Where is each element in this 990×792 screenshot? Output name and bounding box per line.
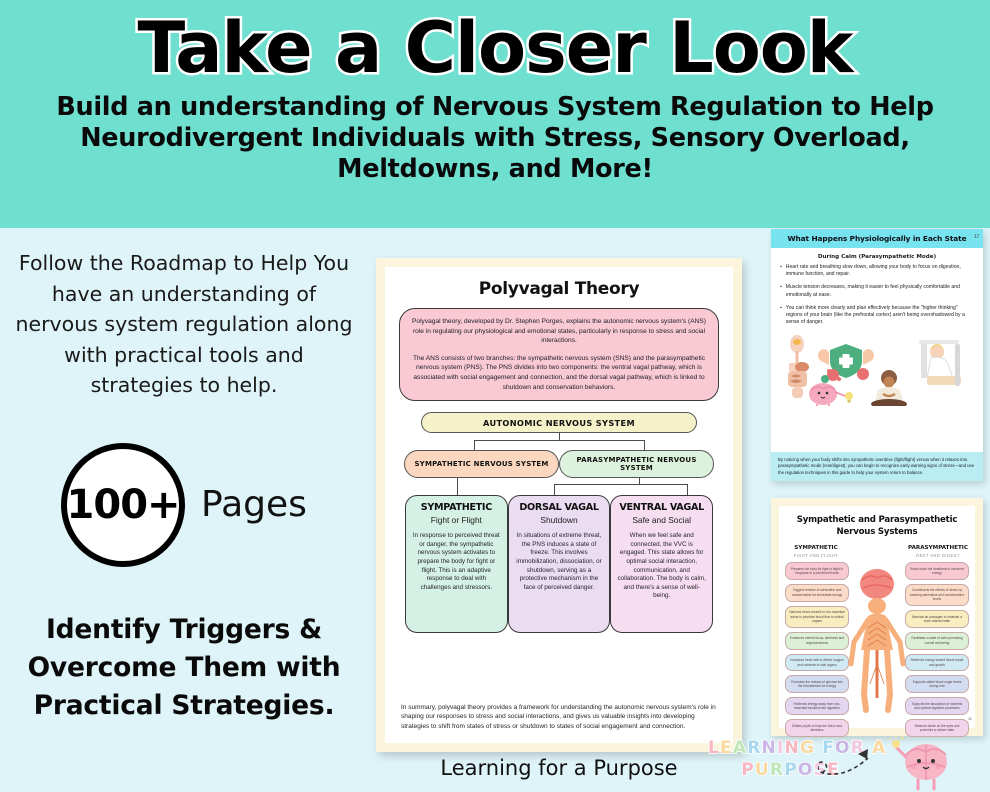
ans-root-node: AUTONOMIC NERVOUS SYSTEM [421, 412, 697, 434]
card-sympathetic-parasympathetic[interactable]: Sympathetic and Parasympathetic Nervous … [771, 498, 983, 737]
list-item: Facilitates a state of calm promoting ov… [905, 631, 969, 650]
brand-logo: LEARNING FOR A PURPOSE [700, 735, 990, 792]
branch-sympathetic: SYMPATHETIC NERVOUS SYSTEM [404, 450, 559, 479]
logo-text: LEARNING FOR A PURPOSE [707, 737, 887, 781]
cta-text: Identify Triggers & Overcome Them with P… [27, 613, 341, 721]
column-title: PARASYMPATHETIC [908, 545, 968, 551]
column-subtitle: REST AND DIGEST [916, 552, 960, 558]
card2-column-headers: SYMPATHETIC FIGHT AND FLIGHT PARASYMPATH… [785, 545, 969, 558]
state-body: In situations of extreme threat, the PNS… [516, 532, 602, 591]
card1-header: What Happens Physiologically in Each Sta… [771, 229, 983, 248]
brain-mascot-icon [890, 735, 947, 791]
document-caption: Learning for a Purpose [440, 756, 678, 780]
list-item: ▪ Heart rate and breathing slow down, al… [780, 264, 974, 279]
list-item: Promotes the release of glucose into the… [785, 675, 849, 694]
document-summary: In summary, polyvagal theory provides a … [401, 703, 716, 730]
intro-paragraph-1: Polyvagal theory, developed by Dr. Steph… [412, 318, 706, 345]
state-title: SYMPATHETIC [420, 502, 493, 514]
document-title: Polyvagal Theory [478, 279, 640, 299]
list-item: Enhances mental focus, alertness and res… [785, 631, 849, 650]
meditating-person-icon [871, 370, 907, 407]
card1-footer-note: By noticing when your body shifts into s… [771, 451, 983, 481]
list-item: Slows down the heartbeat to conserve ene… [905, 562, 969, 580]
card2-left-header: SYMPATHETIC FIGHT AND FLIGHT [785, 545, 847, 558]
card-physiological-states[interactable]: What Happens Physiologically in Each Sta… [771, 229, 983, 481]
intro-paragraph-2: The ANS consists of two branches: the sy… [412, 354, 706, 391]
digestive-system-icon [788, 335, 809, 399]
page-subtitle: Build an understanding of Nervous System… [56, 92, 934, 184]
state-body: When we feel safe and connected, the VVC… [617, 532, 706, 600]
left-column: Follow the Roadmap to Help You have an u… [8, 248, 360, 725]
state-title: DORSAL VAGAL [519, 502, 599, 514]
resting-person-icon [919, 340, 961, 387]
bullet-text: Heart rate and breathing slow down, allo… [785, 264, 961, 278]
list-item: Redirects energy toward tissue repair an… [905, 653, 969, 672]
bullet-square-icon: ▪ [780, 264, 782, 270]
column-subtitle: FIGHT AND FLIGHT [793, 552, 839, 558]
card2-body: Prepares the body for fight or flight in… [779, 558, 975, 737]
state-card-sympathetic: SYMPATHETIC Fight or Flight In response … [405, 495, 508, 634]
page-title: Take a Closer Look [135, 7, 856, 89]
list-item: ▪ You can think more clearly and plan ef… [780, 305, 974, 327]
pages-count: 100+ [66, 481, 181, 528]
state-body: In response to perceived threat or dange… [412, 532, 500, 591]
branch-parasympathetic: PARASYMPATHETIC NERVOUS SYSTEM [559, 450, 714, 479]
card1-page-number: 17 [974, 234, 979, 239]
nervous-system-figure-icon [841, 564, 913, 729]
logo-line-1: LEARNING FOR A [707, 737, 887, 759]
card2-page-number: 32 [968, 717, 972, 721]
parasympathetic-chip-list: Slows down the heartbeat to conserve ene… [905, 558, 969, 737]
card2-right-header: PARASYMPATHETIC REST AND DIGEST [907, 545, 969, 558]
state-subtitle: Shutdown [540, 515, 578, 526]
list-item: Reduces strain on the eyes and promotes … [905, 719, 969, 737]
list-item: Increases heart rate to deliver oxygen a… [785, 653, 849, 672]
bullet-text: Muscle tension decreases, making it easi… [785, 284, 960, 298]
bullet-text: You can think more clearly and plan effe… [785, 304, 965, 326]
connector-root-to-branches [399, 433, 719, 451]
list-item: Counteracts the effects of stress by low… [905, 583, 969, 607]
state-subtitle: Safe and Social [632, 515, 692, 526]
list-item: Narrows blood vessels in non-essential a… [785, 605, 849, 628]
list-item: Triggers release of adrenaline and norad… [785, 583, 849, 602]
column-title: SYMPATHETIC [794, 545, 838, 551]
state-title: VENTRAL VAGAL [619, 502, 704, 514]
header-banner: Take a Closer Look Build an understandin… [0, 0, 990, 228]
pages-circle: 100+ [61, 442, 186, 567]
list-item: Supports stable blood sugar levels durin… [905, 675, 969, 694]
list-item: Narrows air passages to maintain a more … [905, 610, 969, 628]
card2-title: Sympathetic and Parasympathetic Nervous … [796, 515, 958, 537]
connector-branches-to-states [399, 478, 719, 496]
list-item: ▪ Muscle tension decreases, making it ea… [780, 284, 974, 299]
card1-illustrations [771, 332, 983, 451]
bullet-square-icon: ▪ [780, 304, 782, 311]
document-inner: Polyvagal Theory Polyvagal theory, devel… [385, 267, 733, 743]
bullet-square-icon: ▪ [780, 284, 782, 291]
sympathetic-chip-list: Prepares the body for fight or flight in… [785, 558, 849, 737]
list-item: Supports the absorption of nutrients and… [905, 697, 969, 716]
state-card-dorsal-vagal: DORSAL VAGAL Shutdown In situations of e… [507, 495, 611, 634]
pages-label: Pages [201, 484, 307, 525]
state-cards-row: SYMPATHETIC Fight or Flight In response … [399, 495, 719, 634]
card1-subheader: During Calm (Parasympathetic Mode) [817, 254, 937, 260]
pages-badge: 100+ Pages [8, 442, 360, 567]
list-item: Redirects energy away from non-essential… [785, 697, 849, 716]
card2-inner: Sympathetic and Parasympathetic Nervous … [779, 506, 975, 737]
intro-text: Follow the Roadmap to Help You have an u… [15, 251, 353, 397]
state-subtitle: Fight or Flight [430, 515, 482, 526]
list-item: Dilates pupils to improve vision and ale… [785, 719, 849, 737]
logo-line-2: PURPOSE [740, 759, 840, 781]
card1-header-text: What Happens Physiologically in Each Sta… [787, 234, 967, 243]
dashed-arrow-icon [818, 749, 869, 775]
list-item: Prepares the body for fight or flight in… [785, 562, 849, 580]
polyvagal-document-preview[interactable]: Polyvagal Theory Polyvagal theory, devel… [376, 258, 742, 752]
immune-shield-icon [817, 344, 875, 384]
state-card-ventral-vagal: VENTRAL VAGAL Safe and Social When we fe… [610, 495, 714, 634]
intro-callout-box: Polyvagal theory, developed by Dr. Steph… [399, 308, 719, 402]
brain-lightbulb-icon [809, 383, 853, 407]
branch-row: SYMPATHETIC NERVOUS SYSTEM PARASYMPATHET… [399, 450, 719, 479]
card1-bullet-list: ▪ Heart rate and breathing slow down, al… [771, 264, 983, 332]
